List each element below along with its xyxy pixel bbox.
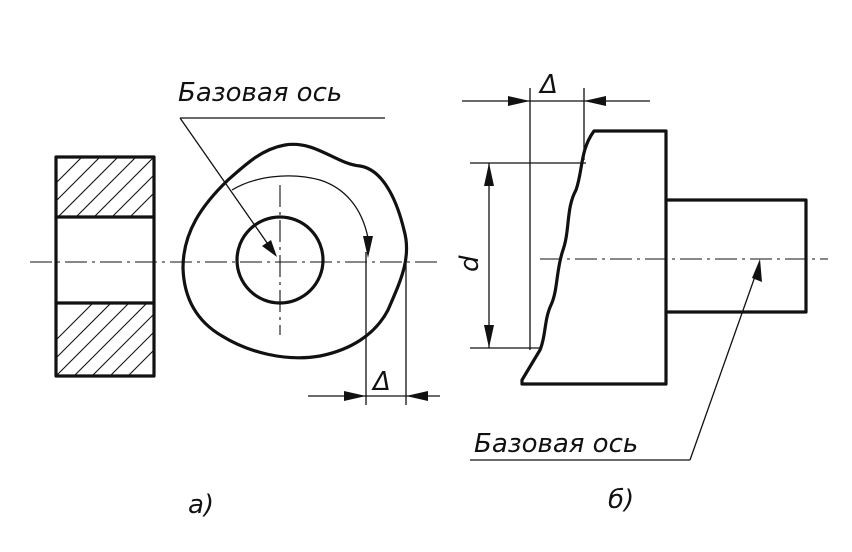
view-b-caption: б) bbox=[608, 485, 634, 515]
section-outline bbox=[54, 155, 156, 378]
view-a-end bbox=[181, 142, 409, 360]
irregular-outer-contour bbox=[181, 142, 409, 360]
shaft-outline bbox=[664, 198, 808, 314]
view-a-section bbox=[54, 155, 156, 378]
diameter-dimension: d bbox=[455, 162, 586, 349]
base-axis-leader-a: Базовая ось bbox=[178, 78, 385, 257]
delta-label-b: Δ bbox=[538, 70, 558, 100]
runout-dimension-b: Δ bbox=[462, 70, 650, 350]
rotation-arc bbox=[231, 175, 369, 239]
view-a-caption: а) bbox=[188, 490, 214, 520]
base-axis-leader-b: Базовая ось bbox=[470, 259, 762, 461]
leader-arrowhead-b bbox=[752, 259, 762, 282]
rotation-arrowhead bbox=[363, 236, 373, 258]
diameter-label: d bbox=[455, 255, 485, 272]
hatch-top bbox=[56, 157, 154, 217]
large-body-outline bbox=[520, 129, 668, 386]
base-axis-label-a: Базовая ось bbox=[178, 78, 342, 108]
delta-label-a: Δ bbox=[371, 367, 391, 397]
base-axis-label-b: Базовая ось bbox=[474, 429, 638, 459]
leader-arrowhead-a bbox=[262, 240, 277, 257]
view-b-part bbox=[520, 129, 808, 386]
hatch-bottom bbox=[56, 303, 154, 376]
runout-dimension-a: Δ bbox=[308, 252, 440, 405]
